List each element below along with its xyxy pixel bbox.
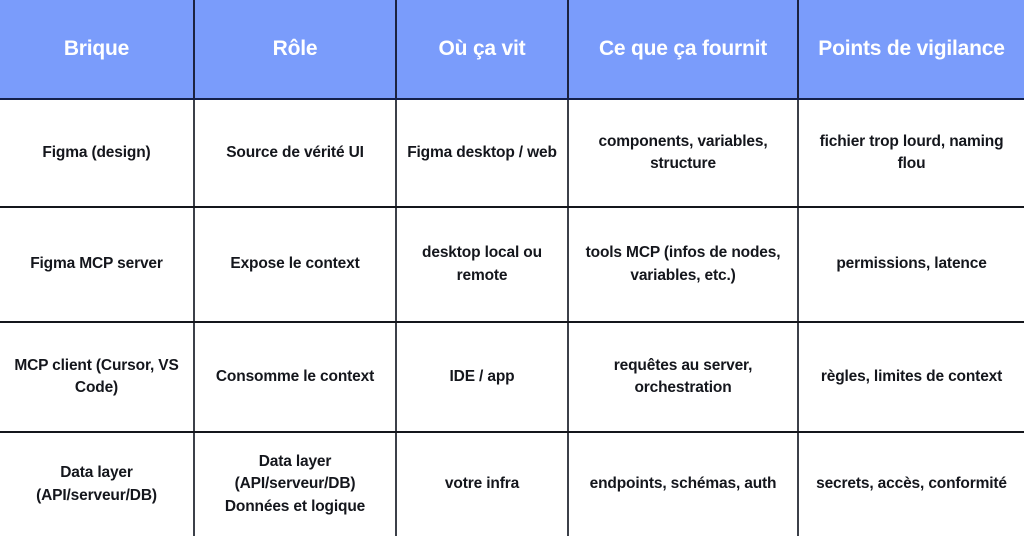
cell-ce-que-ca-fournit: components, variables, structure <box>568 99 799 208</box>
cell-brique: Figma MCP server <box>0 207 195 323</box>
cell-points-de-vigilance: permissions, latence <box>798 207 1024 323</box>
cell-ou-ca-vit: IDE / app <box>396 322 569 433</box>
column-header-ce-que-ca-fournit: Ce que ça fournit <box>568 0 799 100</box>
cell-brique: Figma (design) <box>0 99 195 208</box>
column-header-ou-ca-vit: Où ça vit <box>396 0 569 100</box>
table-header: Brique Rôle Où ça vit Ce que ça fournit … <box>0 0 1024 100</box>
cell-brique: Data layer (API/serveur/DB) <box>0 432 195 536</box>
cell-ce-que-ca-fournit: requêtes au server, orchestration <box>568 322 799 433</box>
cell-ou-ca-vit: votre infra <box>396 432 569 536</box>
cell-brique: MCP client (Cursor, VS Code) <box>0 322 195 433</box>
cell-ce-que-ca-fournit: endpoints, schémas, auth <box>568 432 799 536</box>
table-row: Figma MCP server Expose le context deskt… <box>0 207 1024 323</box>
table-body: Figma (design) Source de vérité UI Figma… <box>0 99 1024 536</box>
column-header-brique: Brique <box>0 0 195 100</box>
cell-points-de-vigilance: règles, limites de context <box>798 322 1024 433</box>
cell-role: Source de vérité UI <box>194 99 397 208</box>
cell-ou-ca-vit: desktop local ou remote <box>396 207 569 323</box>
cell-points-de-vigilance: fichier trop lourd, naming flou <box>798 99 1024 208</box>
table-row: MCP client (Cursor, VS Code) Consomme le… <box>0 322 1024 433</box>
table-row: Data layer (API/serveur/DB) Data layer (… <box>0 432 1024 536</box>
cell-role: Consomme le context <box>194 322 397 433</box>
cell-role: Data layer (API/serveur/DB) Données et l… <box>194 432 397 536</box>
column-header-role: Rôle <box>194 0 397 100</box>
table-header-row: Brique Rôle Où ça vit Ce que ça fournit … <box>0 0 1024 100</box>
column-header-points-de-vigilance: Points de vigilance <box>798 0 1024 100</box>
table-row: Figma (design) Source de vérité UI Figma… <box>0 99 1024 208</box>
cell-ce-que-ca-fournit: tools MCP (infos de nodes, variables, et… <box>568 207 799 323</box>
cell-ou-ca-vit: Figma desktop / web <box>396 99 569 208</box>
cell-role: Expose le context <box>194 207 397 323</box>
cell-points-de-vigilance: secrets, accès, conformité <box>816 475 1007 493</box>
